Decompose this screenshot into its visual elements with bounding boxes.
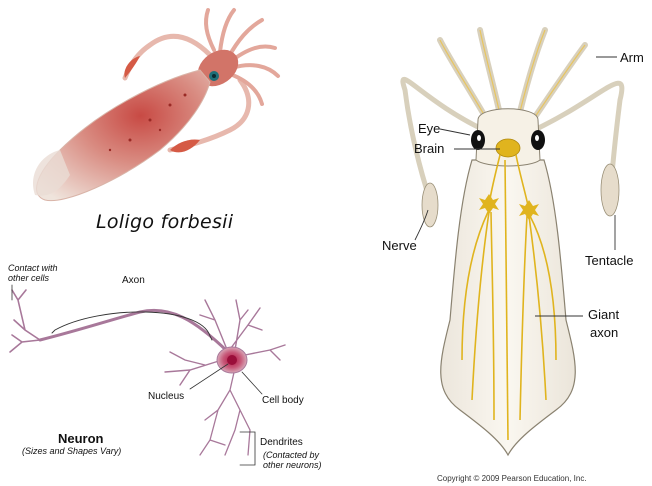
copyright: Copyright © 2009 Pearson Education, Inc. (437, 474, 587, 483)
dendrites-label: Dendrites (260, 437, 303, 448)
brain-label: Brain (414, 141, 444, 156)
neuron-subtitle: (Sizes and Shapes Vary) (22, 446, 121, 456)
brain (496, 139, 520, 157)
eye-label: Eye (418, 121, 440, 136)
nerve-label: Nerve (382, 238, 417, 253)
nucleus-label: Nucleus (148, 391, 184, 402)
axon-terminals (10, 290, 40, 352)
head (476, 109, 540, 166)
squid-illustration (33, 10, 278, 201)
axon-label: Axon (122, 275, 145, 286)
dendrites-note-line1: (Contacted by (263, 450, 319, 460)
squid-anatomy-diagram (403, 30, 622, 455)
neuron-diagram (10, 285, 285, 465)
contact-label-line2: other cells (8, 273, 49, 283)
dendrites-left (165, 352, 222, 385)
giant-axon-label-line1: Giant (588, 307, 619, 322)
nucleus (227, 355, 237, 365)
species-name: Loligo forbesii (96, 211, 233, 233)
dendrites-lower (200, 368, 250, 455)
arm-label: Arm (620, 50, 644, 65)
giant-axon-label-line2: axon (590, 325, 618, 340)
neuron-title: Neuron (58, 431, 104, 446)
axon (40, 310, 228, 352)
cell-body-label: Cell body (262, 395, 304, 406)
tentacle-label: Tentacle (585, 253, 633, 268)
contact-label-line1: Contact with (8, 263, 58, 273)
dendrites-note-line2: other neurons) (263, 460, 322, 470)
